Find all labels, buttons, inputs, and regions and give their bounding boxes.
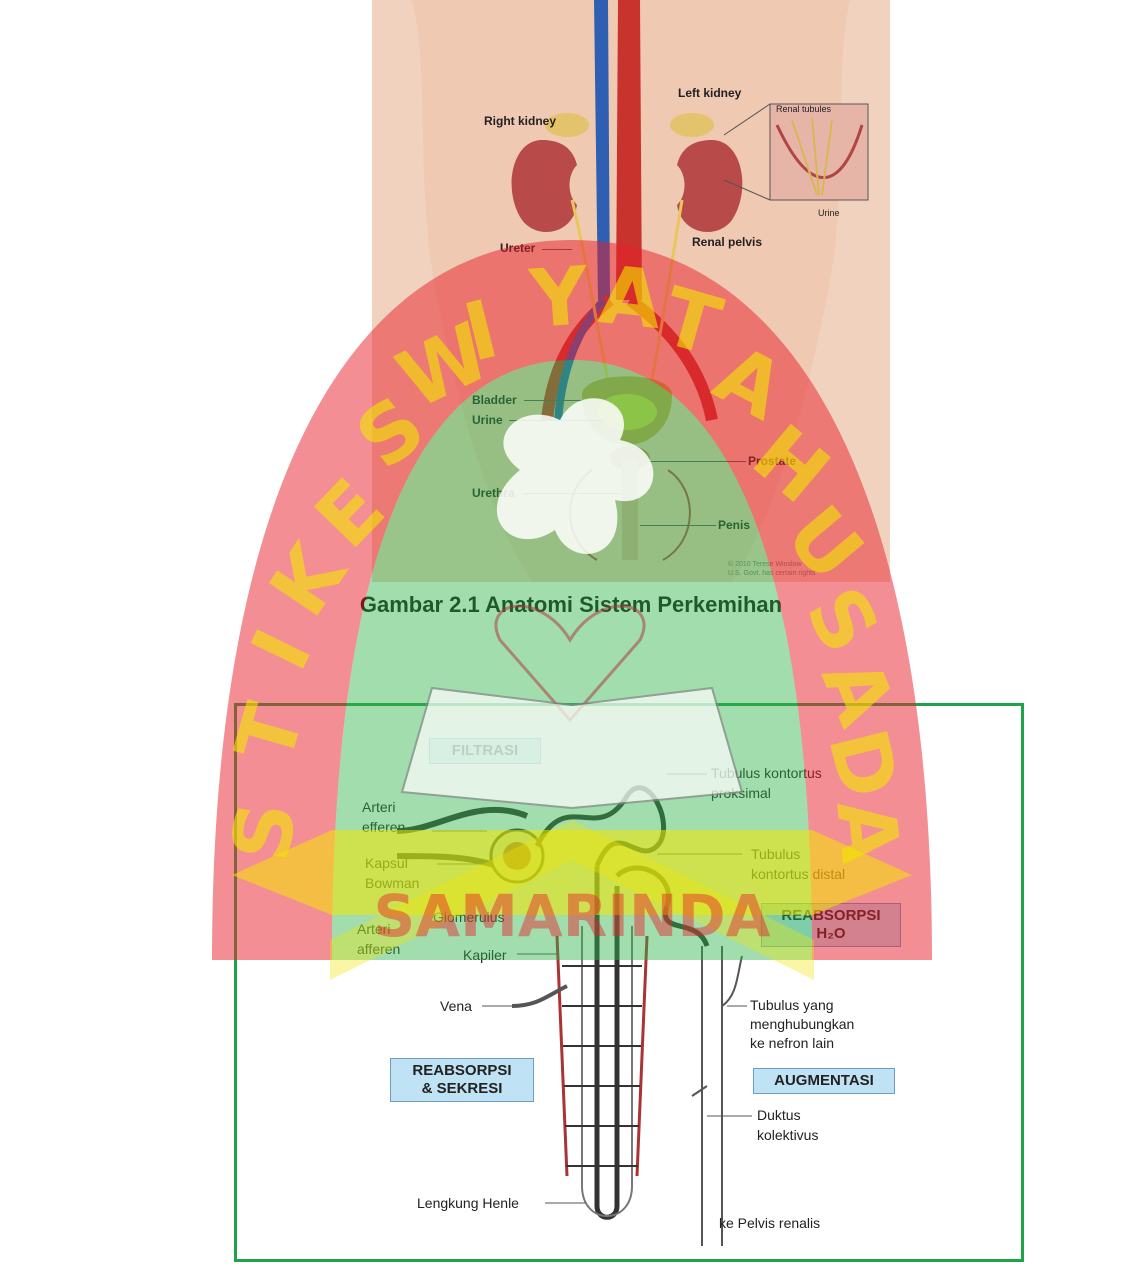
credit-line-2: U.S. Govt. has certain rights: [728, 569, 816, 578]
label-renal-pelvis: Renal pelvis: [692, 235, 762, 249]
label-glomerulus: Glomerulus: [433, 908, 505, 926]
label-urine-inset: Urine: [818, 208, 840, 218]
leader-urine: [509, 420, 604, 421]
label-arteri-efferen-1: Arteri: [362, 798, 395, 816]
label-left-kidney: Left kidney: [678, 86, 741, 100]
box-reabsorpsi-h2o-line-1: REABSORPSI: [768, 907, 894, 925]
label-ureter: Ureter: [500, 241, 535, 255]
label-tubulus-yang-3: ke nefron lain: [750, 1034, 834, 1052]
leader-urethra: [524, 493, 622, 494]
box-reabsorpsi-sekresi-line-1: REABSORPSI: [397, 1062, 527, 1080]
label-right-kidney: Right kidney: [484, 114, 556, 128]
label-arteri-afferen-2: afferen: [357, 940, 400, 958]
label-arteri-afferen-1: Arteri: [357, 920, 390, 938]
label-kapiler: Kapiler: [463, 946, 507, 964]
label-duktus-2: kolektivus: [757, 1126, 818, 1144]
label-kapsul-2: Bowman: [365, 874, 419, 892]
label-duktus-1: Duktus: [757, 1106, 801, 1124]
label-urethra: Urethra: [472, 486, 515, 500]
anatomy-figure: Right kidney Left kidney Renal tubules U…: [372, 0, 890, 582]
label-tubulus-yang-1: Tubulus yang: [750, 996, 834, 1014]
wm-letter-i: I: [233, 616, 330, 684]
box-reabsorpsi-sekresi-line-2: & SEKRESI: [397, 1080, 527, 1098]
label-bladder: Bladder: [472, 393, 517, 407]
figure-caption: Gambar 2.1 Anatomi Sistem Perkemihan: [0, 592, 1142, 618]
label-tubulus-proksimal-2: proksimal: [711, 784, 771, 802]
label-kapsul-1: Kapsul: [365, 854, 408, 872]
box-reabsorpsi-h2o-line-2: H₂O: [768, 925, 894, 943]
label-ke-pelvis-renalis: ke Pelvis renalis: [719, 1214, 820, 1232]
box-augmentasi: AUGMENTASI: [753, 1068, 895, 1094]
leader-ureter: [542, 249, 572, 250]
leader-penis: [640, 525, 716, 526]
label-lengkung-henle: Lengkung Henle: [417, 1194, 519, 1212]
label-tubulus-distal-2: kontortus distal: [751, 865, 845, 883]
label-renal-tubules: Renal tubules: [776, 104, 831, 114]
leader-bladder: [524, 400, 584, 401]
label-penis: Penis: [718, 518, 750, 532]
label-urine: Urine: [472, 413, 503, 427]
nephron-illustration: [237, 706, 1021, 1259]
label-prostate: Prostate: [748, 454, 796, 468]
nephron-figure: FILTRASI REABSORPSI H₂O REABSORPSI & SEK…: [234, 703, 1024, 1262]
box-reabsorpsi-sekresi: REABSORPSI & SEKRESI: [390, 1058, 534, 1102]
box-reabsorpsi-h2o: REABSORPSI H₂O: [761, 903, 901, 947]
label-tubulus-distal-1: Tubulus: [751, 845, 800, 863]
box-filtrasi: FILTRASI: [429, 738, 541, 764]
label-arteri-efferen-2: efferen: [362, 818, 405, 836]
label-tubulus-proksimal-1: Tubulus kontortus: [711, 764, 822, 782]
leader-prostate: [650, 461, 746, 462]
anatomy-illustration: [372, 0, 890, 582]
wm-letter-s-3: S: [788, 572, 897, 668]
credit-line-1: © 2010 Terese Winslow: [728, 560, 802, 569]
label-vena: Vena: [440, 997, 472, 1015]
label-tubulus-yang-2: menghubungkan: [750, 1015, 854, 1033]
